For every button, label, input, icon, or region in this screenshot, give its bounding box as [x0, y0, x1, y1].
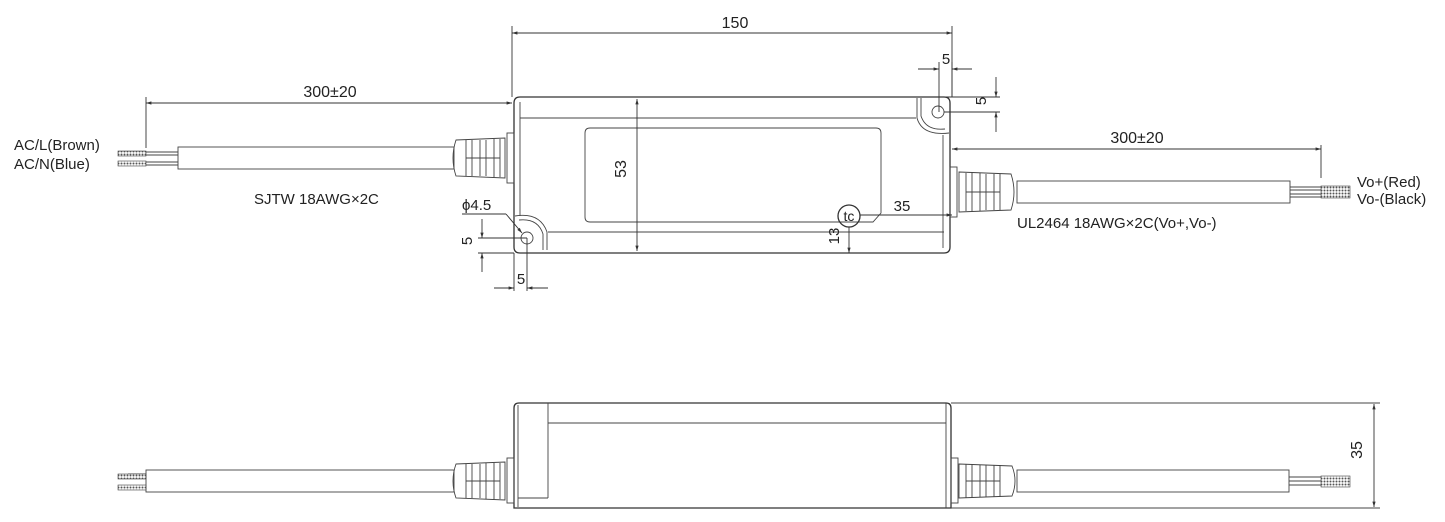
label-dc-cable-spec: UL2464 18AWG×2C(Vo+,Vo-): [1017, 215, 1217, 232]
dim-side-height: 35: [1349, 404, 1376, 507]
dim-dc-cable-length: 300±20: [952, 130, 1322, 178]
dc-cable-side: [1016, 469, 1351, 493]
mounting-hole-right: [931, 105, 945, 119]
dc-strain-relief: [949, 166, 1015, 218]
dim-53-label: 53: [613, 160, 630, 178]
label-ac-l-brown: AC/L(Brown): [14, 137, 100, 154]
dim-tc-13-label: 13: [826, 228, 843, 245]
dim-150-label: 150: [722, 15, 749, 32]
dim-right-hole-y-label: 5: [973, 97, 990, 105]
dim-height: 53: [613, 98, 639, 251]
dim-tc-35-label: 35: [894, 198, 911, 215]
dim-overall-width: 150: [511, 15, 953, 97]
case-body-top: tc: [513, 96, 951, 254]
dim-right-hole-x-label: 5: [942, 51, 950, 68]
ac-strain-relief-side: [452, 457, 515, 504]
label-vo-minus-black: Vo-(Black): [1357, 191, 1426, 208]
label-ac-n-blue: AC/N(Blue): [14, 156, 90, 173]
ac-cable-side: [117, 469, 455, 493]
dim-ac-300-label: 300±20: [303, 84, 356, 101]
dim-right-hole: 5 5: [918, 51, 1000, 132]
dc-strain-relief-side: [950, 457, 1016, 504]
label-vo-plus-red: Vo+(Red): [1357, 174, 1421, 191]
dim-hole-diameter-label: ϕ4.5: [462, 197, 491, 214]
dim-dc-300-label: 300±20: [1110, 130, 1163, 147]
case-body-side: [513, 402, 1380, 509]
dim-left-hole-y-label: 5: [459, 237, 476, 245]
ac-cable: [117, 146, 455, 170]
dim-left-hole-x-label: 5: [517, 271, 525, 288]
dim-35-label: 35: [1349, 441, 1366, 459]
ac-strain-relief: [452, 132, 515, 184]
dim-ac-cable-length: 300±20: [145, 84, 512, 148]
top-view: tc: [14, 15, 1426, 291]
tc-label: tc: [844, 208, 855, 224]
dim-left-hole: ϕ4.5 5 5: [459, 197, 548, 291]
dc-cable: [1016, 180, 1351, 204]
label-ac-cable-spec: SJTW 18AWG×2C: [254, 191, 379, 208]
dim-tc-position: 35 13: [826, 198, 952, 254]
side-view: 35: [117, 402, 1380, 509]
